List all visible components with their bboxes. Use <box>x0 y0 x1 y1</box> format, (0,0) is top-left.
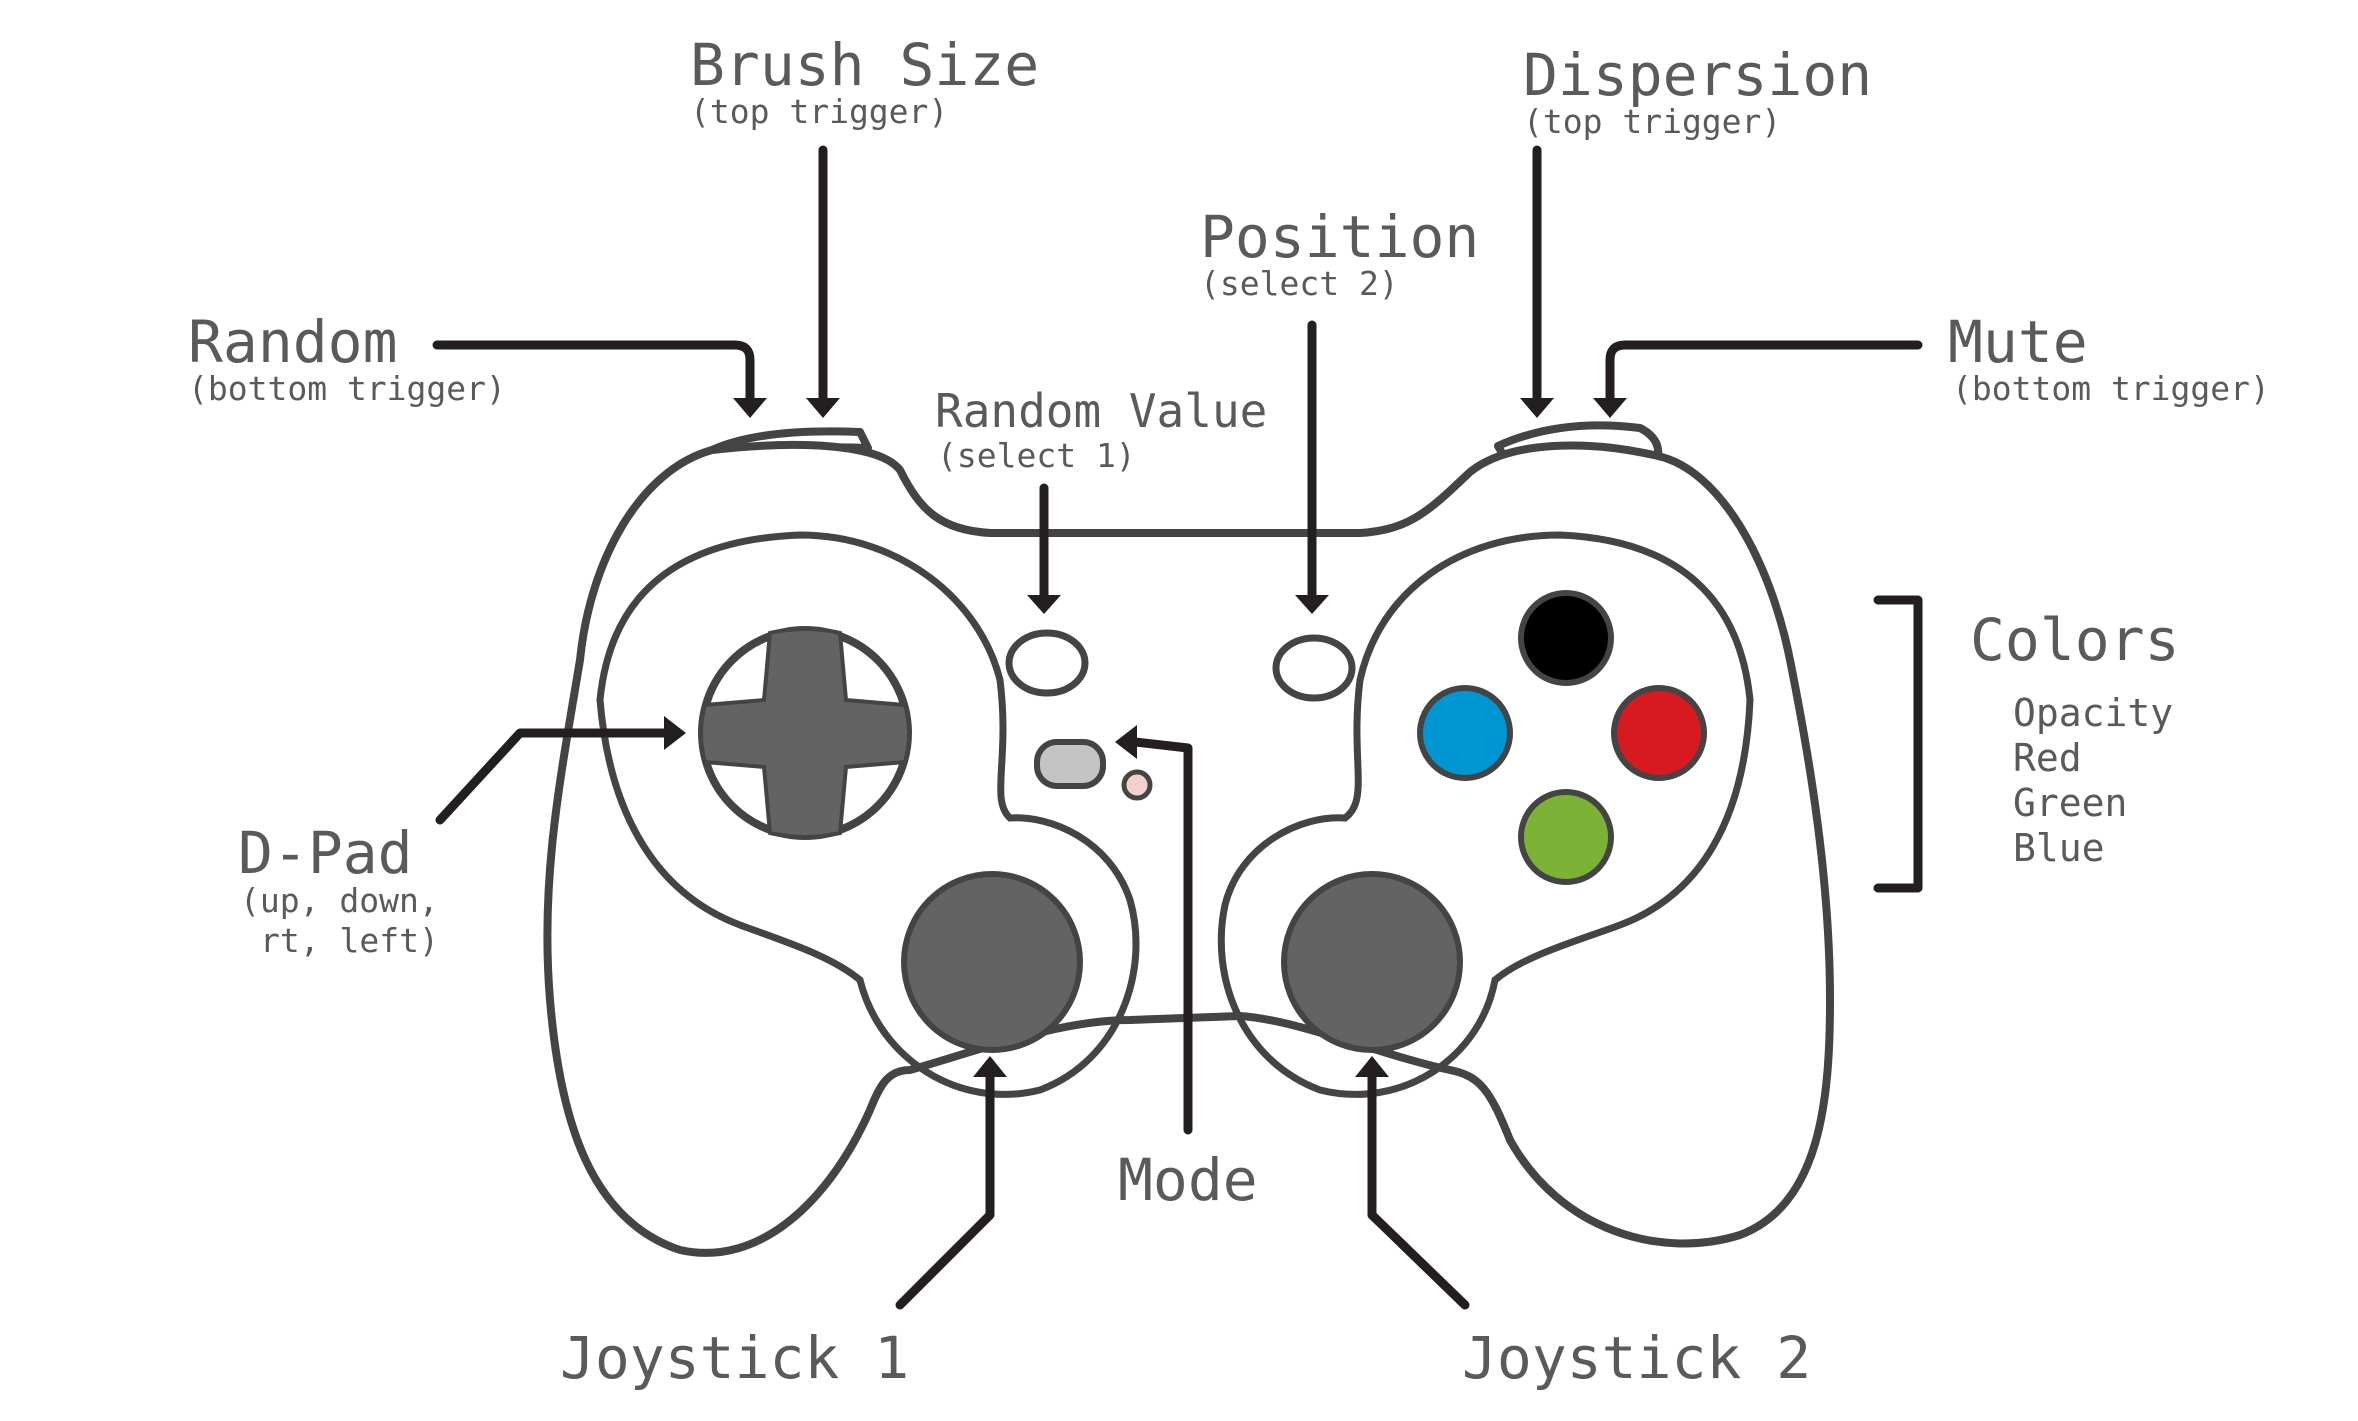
mute-sub: (bottom trigger) <box>1952 369 2270 408</box>
random-value-sub: (select 1) <box>937 436 1136 475</box>
random-sub: (bottom trigger) <box>188 369 506 408</box>
colors-label: Colors <box>1970 606 2180 674</box>
mute-label: Mute <box>1948 308 2088 376</box>
dpad-arrow <box>435 728 670 825</box>
brush-size-sub: (top trigger) <box>690 92 948 131</box>
dispersion-sub: (top trigger) <box>1523 102 1781 141</box>
joystick-1[interactable] <box>901 871 1083 1053</box>
mode-button[interactable] <box>1034 739 1106 789</box>
mode-led <box>1121 769 1153 801</box>
arrows <box>432 145 1923 1310</box>
joystick-2-label: Joystick 2 <box>1462 1324 1811 1392</box>
position-label: Position <box>1200 203 1479 271</box>
joystick-1-arrow <box>895 1070 995 1310</box>
dispersion-label: Dispersion <box>1523 41 1872 109</box>
select-1-button[interactable] <box>1005 629 1089 697</box>
labels: Brush Size (top trigger) Dispersion (top… <box>188 31 2270 1392</box>
random-arrow <box>432 340 755 405</box>
mode-arrow <box>1130 737 1193 1135</box>
joystick-2-arrow <box>1367 1070 1470 1310</box>
mode-label: Mode <box>1118 1146 1258 1214</box>
colors-green: Green <box>2013 781 2127 825</box>
mute-arrow <box>1605 340 1923 405</box>
position-sub: (select 2) <box>1200 264 1399 303</box>
colors-red: Red <box>2013 736 2082 780</box>
colors-opacity: Opacity <box>2013 691 2173 735</box>
joystick-1-label: Joystick 1 <box>560 1324 909 1392</box>
random-label: Random <box>188 308 398 376</box>
dpad-label: D-Pad <box>238 819 413 887</box>
face-button-blue[interactable] <box>1417 685 1513 781</box>
brush-size-label: Brush Size <box>690 31 1039 99</box>
dpad-sub-2: rt, left) <box>260 921 439 960</box>
face-button-red[interactable] <box>1611 685 1707 781</box>
colors-bracket <box>1873 595 1923 893</box>
joystick-2[interactable] <box>1281 871 1463 1053</box>
dpad-sub-1: (up, down, <box>240 881 439 920</box>
colors-blue: Blue <box>2013 826 2105 870</box>
face-button-opacity[interactable] <box>1518 590 1614 686</box>
random-value-label: Random Value <box>935 384 1267 438</box>
select-2-button[interactable] <box>1272 634 1356 702</box>
face-button-green[interactable] <box>1518 789 1614 885</box>
dpad[interactable] <box>698 626 912 840</box>
